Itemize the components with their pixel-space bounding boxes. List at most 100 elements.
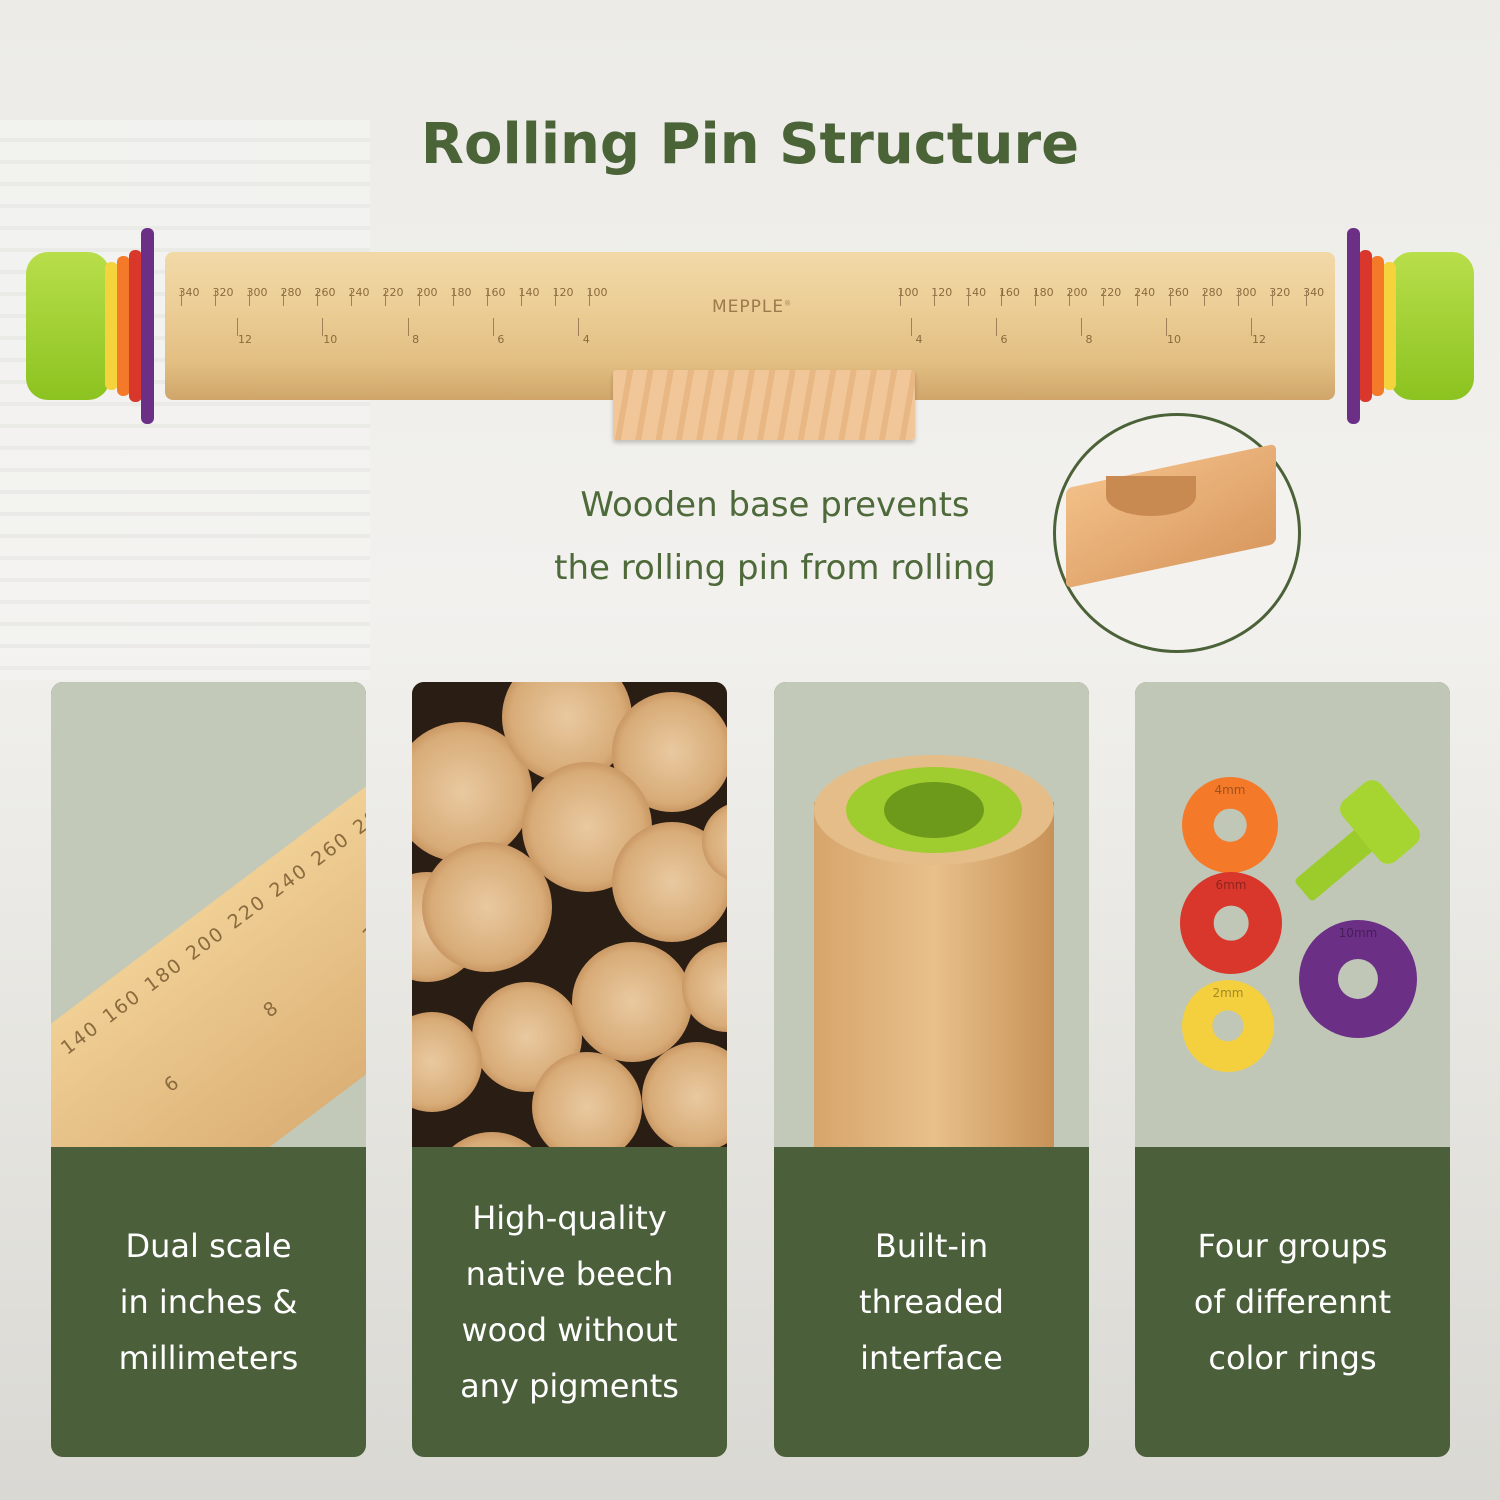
ruler-mm-label: 280 bbox=[280, 286, 302, 299]
ruler-mm-label: 120 bbox=[931, 286, 953, 299]
ruler-tick bbox=[1001, 290, 1003, 306]
ruler-mm-label: 240 bbox=[265, 859, 313, 903]
ruler-mm-label: 200 bbox=[416, 286, 438, 299]
log bbox=[532, 1052, 642, 1147]
ruler-inch-label: 4 bbox=[915, 333, 923, 346]
panel-caption: Dual scale in inches & millimeters bbox=[51, 1147, 366, 1457]
caption-line: any pigments bbox=[460, 1367, 679, 1405]
ruler-tick bbox=[1271, 290, 1273, 306]
ring-hole bbox=[1213, 808, 1247, 842]
inch-labels: 6 8 10 bbox=[160, 847, 366, 1097]
panel-color-rings: 4mm 6mm 2mm 10mm Four groups of differennt co… bbox=[1135, 682, 1450, 1457]
thread-hole-icon bbox=[884, 782, 984, 838]
ruler-inch-label: 8 bbox=[412, 333, 420, 346]
ruler-tick bbox=[181, 290, 182, 306]
ruler-tick bbox=[1305, 290, 1307, 306]
spacer-ring bbox=[105, 262, 118, 390]
ruler-tick bbox=[1238, 290, 1239, 306]
ruler-tick bbox=[283, 290, 284, 306]
ruler-tick bbox=[578, 318, 580, 336]
ruler-mm-label: 240 bbox=[348, 286, 370, 299]
caption-line: millimeters bbox=[118, 1339, 299, 1377]
ruler-tick bbox=[322, 318, 324, 336]
color-ring: 10mm bbox=[1299, 920, 1417, 1038]
ruler-tick bbox=[967, 290, 969, 306]
ruler-inch-label: 10 bbox=[323, 333, 338, 346]
spacer-ring bbox=[1347, 228, 1360, 424]
log bbox=[642, 1042, 727, 1147]
wooden-base bbox=[613, 370, 915, 440]
right-end-cap bbox=[1390, 252, 1474, 400]
spacer-ring bbox=[117, 256, 130, 396]
ruler-tick bbox=[237, 318, 238, 336]
page-title: Rolling Pin Structure bbox=[420, 112, 1080, 177]
ruler-mm-label: 180 bbox=[1032, 286, 1054, 299]
ruler-tick bbox=[911, 318, 912, 336]
registered-mark: ® bbox=[784, 299, 793, 308]
ruler-tick bbox=[249, 290, 250, 306]
caption-line: native beech bbox=[465, 1255, 674, 1293]
ruler-mm-label: 200 bbox=[182, 922, 230, 966]
caption-line: Four groups bbox=[1197, 1227, 1388, 1265]
ring-size-label: 10mm bbox=[1338, 926, 1378, 940]
ruler-mm-label: 200 bbox=[1066, 286, 1088, 299]
caption-line: in inches & bbox=[119, 1283, 298, 1321]
ruler-tick bbox=[1102, 290, 1104, 306]
brand-logo: MEPPLE® bbox=[712, 297, 792, 317]
spacer-ring bbox=[1359, 250, 1372, 402]
ruler-inch-label: 6 bbox=[497, 333, 505, 346]
rings-image: 4mm 6mm 2mm 10mm bbox=[1135, 682, 1450, 1147]
ruler-tick bbox=[521, 290, 522, 306]
ruler-tick bbox=[1166, 318, 1167, 336]
ruler-mm-label: 120 bbox=[552, 286, 574, 299]
caption-line: of differennt bbox=[1193, 1283, 1392, 1321]
color-ring: 2mm bbox=[1182, 980, 1274, 1072]
ruler-tick bbox=[317, 290, 318, 306]
spacer-ring bbox=[1383, 262, 1396, 390]
ruler-tick bbox=[453, 290, 454, 306]
ruler-tick bbox=[351, 290, 352, 306]
ruler-mm-label: 28 bbox=[349, 804, 366, 840]
caption-line: threaded bbox=[859, 1283, 1004, 1321]
threaded-pin-image bbox=[774, 682, 1089, 1147]
ring-size-label: 6mm bbox=[1215, 878, 1247, 892]
ruler-mm-label: 220 bbox=[223, 890, 271, 934]
spacer-ring bbox=[129, 250, 142, 402]
ruler-mm-label: 140 bbox=[965, 286, 987, 299]
spacer-ring bbox=[1371, 256, 1384, 396]
ring-size-label: 2mm bbox=[1212, 986, 1244, 1000]
caption-line: Wooden base prevents bbox=[580, 485, 970, 525]
ruler-inch-label: 8 bbox=[259, 996, 284, 1023]
ruler-mm-label: 320 bbox=[1269, 286, 1291, 299]
ruler-mm-label: 340 bbox=[1303, 286, 1325, 299]
caption-line: Dual scale bbox=[125, 1227, 292, 1265]
ruler-inch-label: 10 bbox=[358, 912, 366, 948]
ruler-tick bbox=[487, 290, 488, 306]
ruler-inch-label: 6 bbox=[160, 1070, 185, 1097]
caption-line: the rolling pin from rolling bbox=[554, 548, 996, 588]
ruler-mm-label: 220 bbox=[382, 286, 404, 299]
ruler-tick bbox=[419, 290, 420, 306]
caption-line: color rings bbox=[1208, 1339, 1377, 1377]
log bbox=[432, 1132, 552, 1147]
ruler-mm-label: 300 bbox=[246, 286, 268, 299]
ruler-mm-label: 100 bbox=[586, 286, 608, 299]
log bbox=[572, 942, 692, 1062]
ruler-tick bbox=[385, 290, 386, 306]
ruler-inch-label: 6 bbox=[1000, 333, 1008, 346]
ruler-inch-label: 10 bbox=[1167, 333, 1181, 346]
ruler-mm-label: 300 bbox=[1235, 286, 1257, 299]
color-ring: 4mm bbox=[1182, 777, 1278, 873]
ruler-tick bbox=[1136, 290, 1138, 306]
caption-line: Built-in bbox=[874, 1227, 989, 1265]
log bbox=[422, 842, 552, 972]
ruler-inch-label: 8 bbox=[1085, 333, 1093, 346]
ruler-tick bbox=[1035, 290, 1037, 306]
logs-image bbox=[412, 682, 727, 1147]
